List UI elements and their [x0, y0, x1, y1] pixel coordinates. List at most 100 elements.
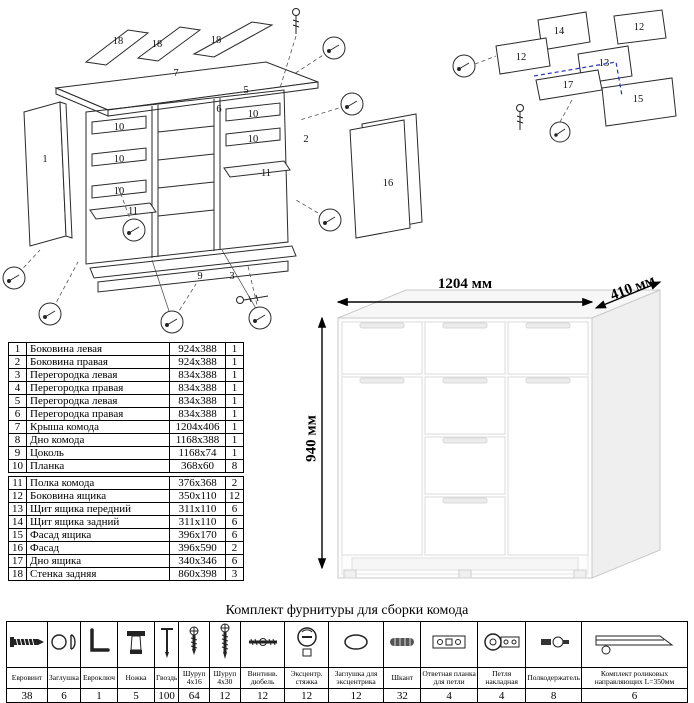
- hinge-icon: [476, 621, 527, 668]
- hardware-item-label: Шуруп 4x16: [178, 667, 211, 689]
- plinth: [351, 557, 579, 571]
- part-number-label: 5: [243, 85, 248, 96]
- screw-sketch: [516, 104, 524, 130]
- parts-cell-name: Боковина левая: [26, 342, 170, 356]
- dowel-icon: [383, 621, 422, 668]
- parts-cell-name: Щит ящика передний: [26, 502, 170, 516]
- parts-cell-size: 834x388: [169, 368, 226, 382]
- parts-cell-size: 396x170: [169, 528, 226, 542]
- hardware-item-qty: 12: [284, 688, 329, 703]
- parts-cell-name: Дно ящика: [26, 554, 170, 568]
- parts-cell-qty: 1: [225, 394, 244, 408]
- part-number-label: 17: [563, 80, 574, 91]
- dimension-arrows: [317, 281, 662, 570]
- parts-cell-name: Цоколь: [26, 446, 170, 460]
- part-number-label: 2: [303, 134, 308, 145]
- depth-arrow: [594, 281, 662, 309]
- shelf-pin-icon: [525, 621, 582, 668]
- part-number-label: 10: [248, 134, 259, 145]
- screw-4x16-icon: [178, 621, 211, 668]
- screw-sketches: [236, 8, 300, 304]
- hardware-item-qty: 64: [178, 688, 211, 703]
- hardware-item-qty: 12: [209, 688, 241, 703]
- hardware-item-label: Заглушка: [47, 667, 81, 689]
- screw-callout: [2, 266, 26, 290]
- drawer-facade: [601, 77, 677, 127]
- dresser-render-svg: [317, 281, 662, 579]
- hardware-item-qty: 100: [153, 688, 180, 703]
- parts-cell-qty: 12: [225, 489, 244, 503]
- drawer-front: [507, 321, 589, 375]
- parts-cell-name: Боковина правая: [26, 355, 170, 369]
- parts-cell-num: 15: [8, 528, 27, 542]
- part-number-label: 1: [42, 154, 47, 165]
- parts-cell-qty: 8: [225, 459, 244, 473]
- parts-cell-num: 10: [8, 459, 27, 473]
- screw-callout: [452, 54, 476, 78]
- hinge-plate-icon: [420, 621, 478, 668]
- parts-cell-size: 368x60: [169, 459, 226, 473]
- parts-cell-size: 1168x74: [169, 446, 226, 460]
- middle-drawer-dividers: [157, 125, 215, 217]
- parts-cell-num: 12: [8, 489, 27, 503]
- parts-cell-qty: 6: [225, 502, 244, 516]
- dowel-screw-icon: [239, 621, 286, 668]
- facade-doors: [349, 113, 423, 239]
- parts-cell-name: Крыша комода: [26, 420, 170, 434]
- parts-cell-num: 5: [8, 394, 27, 408]
- parts-cell-qty: 1: [225, 433, 244, 447]
- part-number-label: 12: [634, 22, 645, 33]
- part-number-label: 18: [152, 39, 163, 50]
- drawer-side-left: [495, 37, 551, 75]
- parts-cell-qty: 6: [225, 528, 244, 542]
- screw-callout: [549, 121, 571, 143]
- eccentric-cam-icon: [284, 621, 329, 668]
- hardware-item-qty: 8: [525, 688, 582, 703]
- hardware-item-label: Ножка: [117, 667, 155, 689]
- parts-cell-size: 860x398: [169, 567, 226, 581]
- parts-cell-num: 3: [8, 368, 27, 382]
- shelf-right: [223, 160, 291, 178]
- parts-cell-qty: 1: [225, 368, 244, 382]
- door-front: [341, 376, 423, 556]
- parts-cell-qty: 2: [225, 541, 244, 555]
- hardware-item-qty: 32: [383, 688, 422, 703]
- parts-cell-num: 7: [8, 420, 27, 434]
- hardware-item-qty: 4: [420, 688, 478, 703]
- hardware-kit-title: Комплект фурнитуры для сборки комода: [225, 603, 469, 618]
- parts-cell-num: 18: [8, 567, 27, 581]
- height-dimension-label: 940 мм: [303, 415, 320, 462]
- parts-cell-size: 340x346: [169, 554, 226, 568]
- hardware-item-qty: 1: [80, 688, 118, 703]
- parts-cell-size: 834x388: [169, 407, 226, 421]
- parts-cell-name: Стенка задняя: [26, 567, 170, 581]
- parts-cell-name: Фасад: [26, 541, 170, 555]
- part-number-label: 16: [383, 178, 394, 189]
- drawer-front: [341, 321, 423, 375]
- parts-cell-size: 1168x388: [169, 433, 226, 447]
- part-number-label: 18: [211, 35, 222, 46]
- hardware-item-label: Гвоздь: [153, 667, 180, 689]
- leader-lines-solid: [151, 249, 259, 315]
- drawer-front: [424, 436, 506, 495]
- hardware-item-qty: 12: [327, 688, 385, 703]
- hardware-item-label: Эксцентр. стяжка: [284, 667, 329, 689]
- parts-cell-name: Фасад ящика: [26, 528, 170, 542]
- hardware-item-label: Шкант: [383, 667, 422, 689]
- screw-callout: [322, 36, 346, 60]
- parts-cell-num: 4: [8, 381, 27, 395]
- parts-cell-num: 17: [8, 554, 27, 568]
- part-number-label: 15: [633, 94, 644, 105]
